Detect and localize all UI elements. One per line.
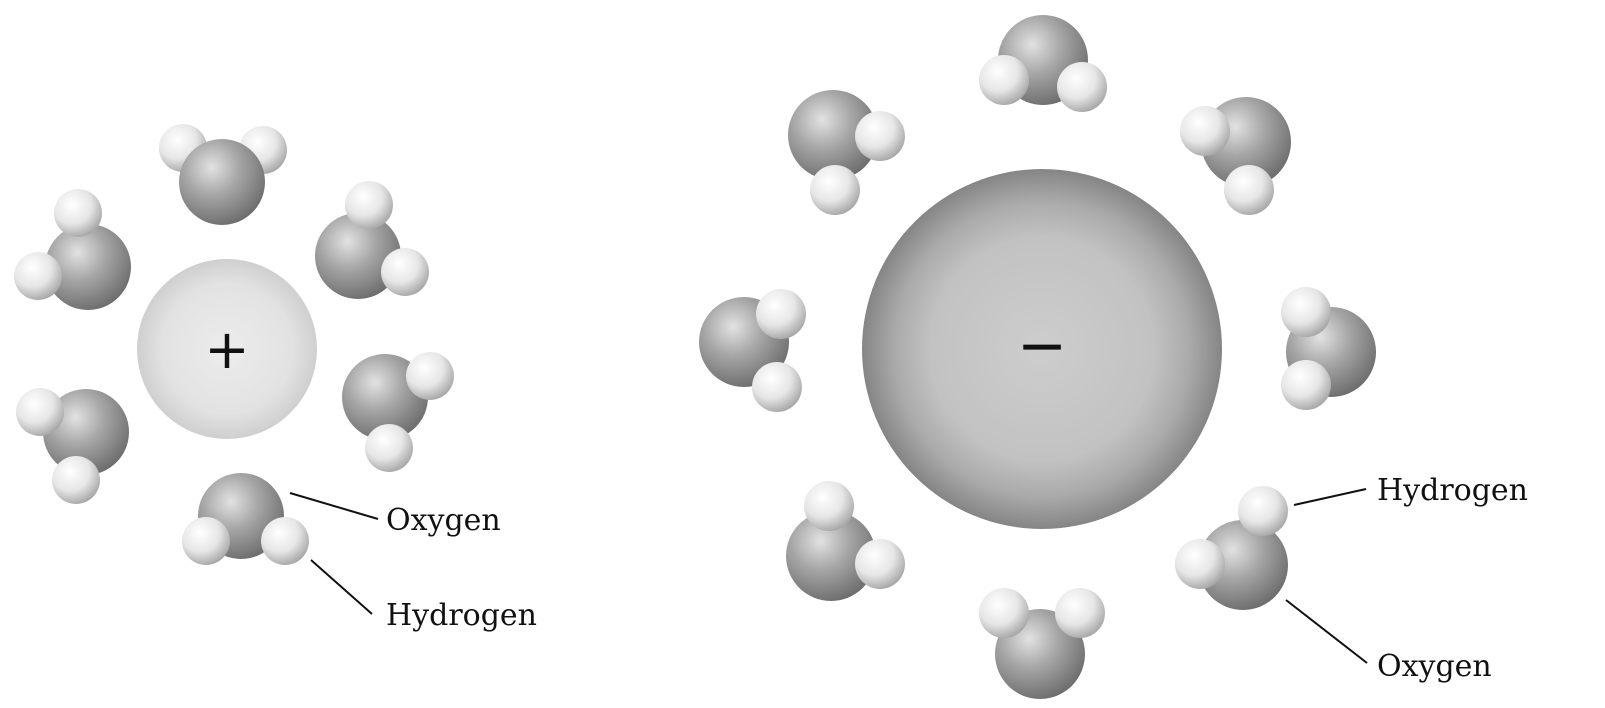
hydrogen-label: Hydrogen: [1377, 473, 1528, 508]
water-molecule: [182, 473, 309, 565]
water-molecule: [159, 124, 287, 225]
hydrogen-leader-line: [1293, 488, 1367, 506]
water-molecule: [979, 588, 1105, 699]
hydrogen-atom: [979, 588, 1029, 638]
hydrogen-atom: [365, 424, 413, 472]
water-molecule: [788, 90, 905, 215]
anion-ion: [862, 169, 1222, 529]
hydrogen-atom: [855, 539, 905, 589]
cation-group: + Oxygen Hydrogen: [14, 124, 537, 633]
cation-sign: +: [204, 318, 249, 381]
oxygen-atom: [786, 511, 876, 601]
hydrogen-atom: [14, 252, 62, 300]
hydrogen-atom: [979, 55, 1029, 105]
hydrogen-atom: [752, 362, 802, 412]
cation-water-molecules: [14, 124, 454, 565]
water-molecule: [979, 15, 1107, 112]
anion-water-molecules: [699, 15, 1376, 699]
water-molecule: [342, 352, 454, 472]
hydrogen-atom: [54, 189, 102, 237]
water-molecule: [699, 289, 806, 412]
hydrogen-atom: [810, 165, 860, 215]
hydrogen-atom: [1180, 106, 1230, 156]
hydrogen-atom: [16, 388, 64, 436]
hydrogen-atom: [261, 517, 309, 565]
water-molecule: [1281, 287, 1376, 410]
oxygen-leader-line: [289, 492, 379, 520]
oxygen-label: Oxygen: [386, 503, 501, 538]
hydrogen-atom: [182, 517, 230, 565]
oxygen-atom: [315, 213, 401, 299]
hydrogen-atom: [345, 181, 393, 229]
oxygen-leader-line: [1285, 599, 1368, 664]
anion-group: − Hydrogen Oxygen: [699, 15, 1528, 699]
hydrogen-atom: [1057, 62, 1107, 112]
water-molecule: [1175, 486, 1288, 610]
anion-sign: −: [1017, 311, 1067, 381]
hydrogen-atom: [1281, 360, 1331, 410]
oxygen-atom: [179, 139, 265, 225]
oxygen-atom: [788, 90, 878, 180]
water-molecule: [315, 181, 429, 299]
water-molecule: [16, 388, 129, 504]
hydrogen-atom: [1238, 486, 1288, 536]
hydrogen-atom: [381, 248, 429, 296]
hydrogen-label: Hydrogen: [386, 598, 537, 633]
hydrogen-atom: [855, 111, 905, 161]
oxygen-label: Oxygen: [1377, 649, 1492, 684]
hydrogen-atom: [1224, 165, 1274, 215]
water-molecule: [786, 481, 905, 601]
hydrogen-atom: [1055, 588, 1105, 638]
hydrogen-atom: [804, 481, 854, 531]
oxygen-atom: [45, 224, 131, 310]
hydrogen-leader-line: [310, 559, 373, 615]
hydrogen-atom: [52, 456, 100, 504]
oxygen-atom: [43, 389, 129, 475]
cation-ion: [137, 259, 317, 439]
water-molecule: [14, 189, 131, 310]
hydrogen-atom: [1175, 539, 1225, 589]
hydrogen-atom: [1281, 287, 1331, 337]
hydrogen-atom: [756, 289, 806, 339]
hydrogen-atom: [406, 352, 454, 400]
oxygen-atom: [1198, 520, 1288, 610]
water-molecule: [1180, 97, 1291, 215]
